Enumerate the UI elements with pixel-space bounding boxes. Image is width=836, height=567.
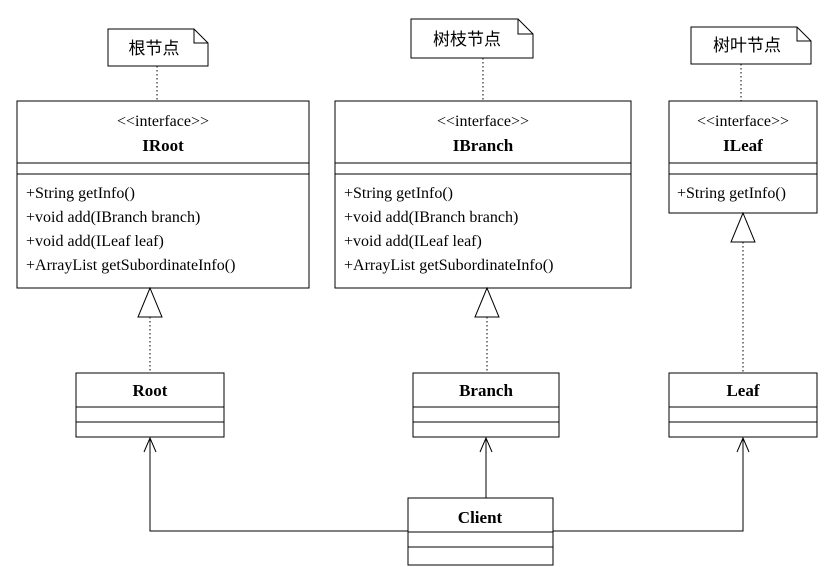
note-leaf: 树叶节点	[690, 26, 812, 65]
class-client: Client	[407, 497, 554, 566]
ibranch-name: IBranch	[453, 136, 514, 155]
association-client-branch	[479, 436, 493, 498]
interface-ileaf: <<interface>> ILeaf +String getInfo()	[668, 100, 818, 214]
note-branch-text: 树枝节点	[433, 30, 501, 50]
ibranch-stereotype: <<interface>>	[437, 113, 529, 130]
iroot-name: IRoot	[142, 136, 184, 155]
realization-leaf	[730, 211, 756, 373]
client-class-name: Client	[458, 508, 503, 527]
iroot-stereotype: <<interface>>	[117, 113, 209, 130]
class-branch: Branch	[412, 372, 560, 438]
iroot-method: +void add(ILeaf leaf)	[26, 233, 164, 250]
interface-iroot: <<interface>> IRoot +String getInfo() +v…	[16, 100, 310, 289]
note-leaf-text: 树叶节点	[713, 36, 781, 56]
note-branch: 树枝节点	[410, 18, 534, 59]
leaf-class-name: Leaf	[726, 381, 759, 400]
class-root: Root	[75, 372, 225, 438]
root-class-name: Root	[133, 381, 168, 400]
iroot-method: +String getInfo()	[26, 185, 135, 202]
association-client-root	[143, 436, 408, 532]
ileaf-name: ILeaf	[723, 136, 763, 155]
interface-ibranch: <<interface>> IBranch +String getInfo() …	[334, 100, 632, 289]
ibranch-method: +void add(IBranch branch)	[344, 209, 518, 226]
ileaf-method: +String getInfo()	[677, 185, 786, 202]
note-root-text: 根节点	[129, 39, 180, 59]
note-root: 根节点	[107, 28, 209, 67]
ibranch-method: +void add(ILeaf leaf)	[344, 233, 482, 250]
class-leaf: Leaf	[668, 372, 818, 438]
iroot-method: +void add(IBranch branch)	[26, 209, 200, 226]
branch-class-name: Branch	[459, 381, 513, 400]
ileaf-stereotype: <<interface>>	[697, 113, 789, 130]
ibranch-method: +ArrayList getSubordinateInfo()	[344, 257, 553, 274]
realization-branch	[474, 286, 500, 373]
association-client-leaf	[553, 436, 750, 532]
ibranch-method: +String getInfo()	[344, 185, 453, 202]
realization-root	[137, 286, 163, 373]
iroot-method: +ArrayList getSubordinateInfo()	[26, 257, 235, 274]
